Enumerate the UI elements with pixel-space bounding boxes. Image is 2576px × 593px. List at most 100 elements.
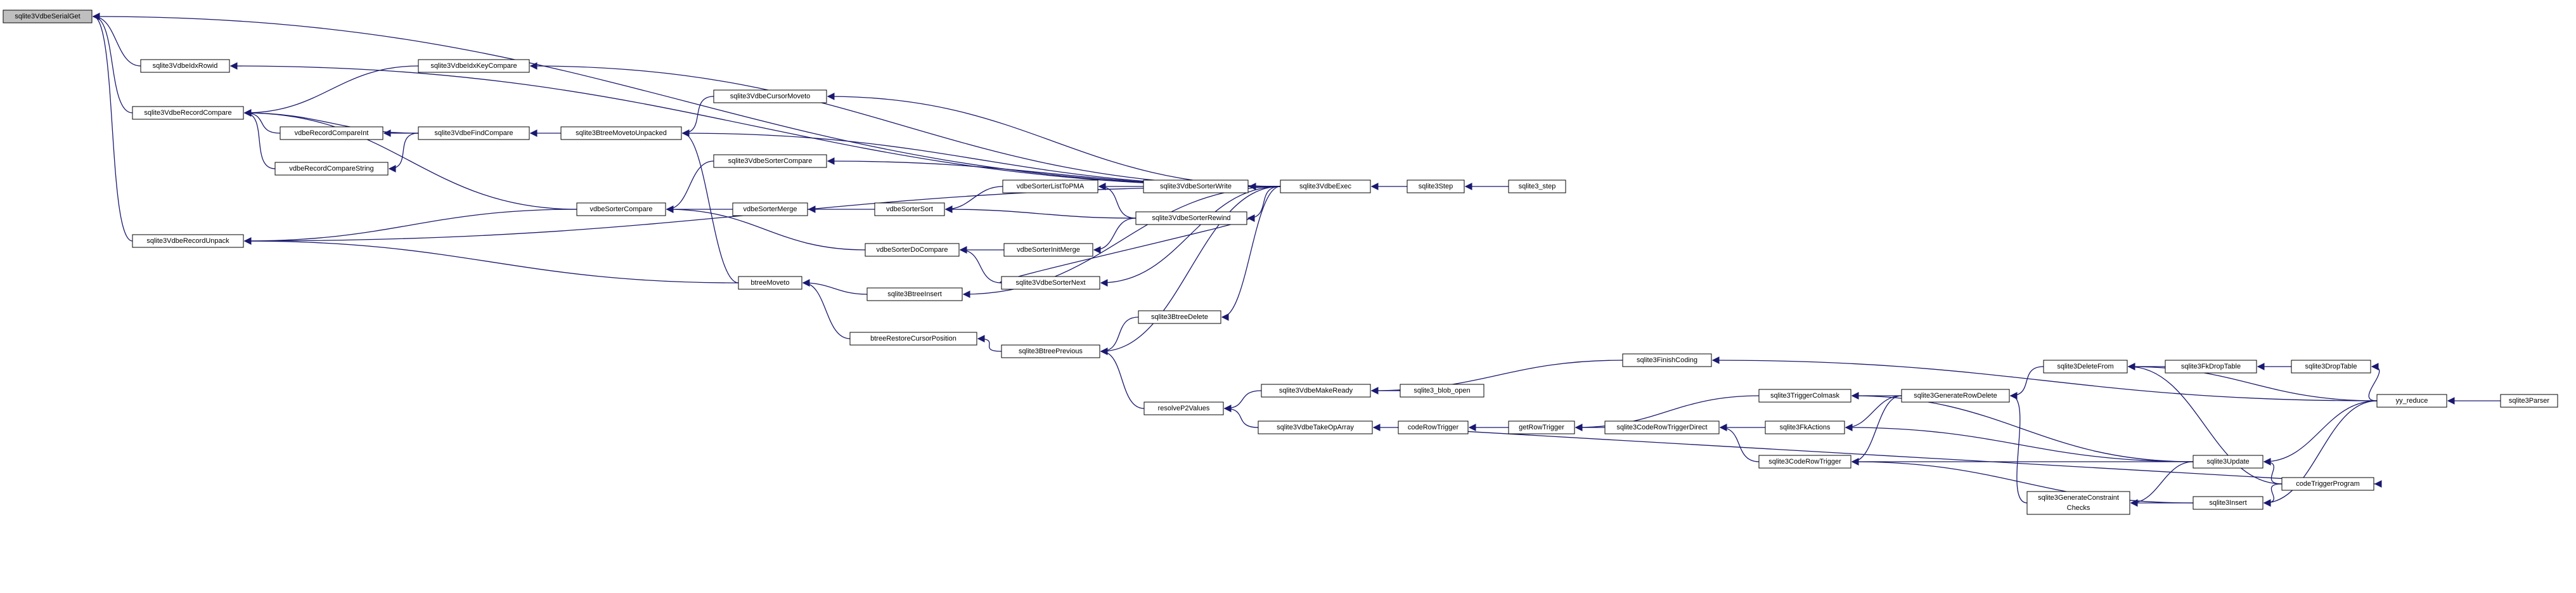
edge-sqlite3VdbeRecordUnpack-to-sqlite3VdbeSerialGet [92,13,133,242]
node-sqlite3Parser[interactable]: sqlite3Parser [2500,394,2558,408]
node-vdbeRecordCompareInt[interactable]: vdbeRecordCompareInt [280,126,383,140]
node-sqlite3VdbeFindCompare[interactable]: sqlite3VdbeFindCompare [418,126,530,140]
node-sqlite3VdbeSorterWrite[interactable]: sqlite3VdbeSorterWrite [1143,179,1249,193]
edge-yy_reduce-to-sqlite3Insert [2263,400,2378,507]
node-sqlite3DropTable[interactable]: sqlite3DropTable [2291,360,2371,374]
edge-sqlite3BtreeDelete-to-sqlite3BtreePrevious [1100,316,1139,355]
edge-sqlite3Insert-to-sqlite3CodeRowTrigger [1851,458,2194,504]
node-box [732,202,808,216]
edge-sqlite3DeleteFrom-to-sqlite3GenerateRowDelete [2009,366,2044,400]
edge-sqlite3VdbeExec-to-sqlite3BtreePrevious [1100,186,1281,355]
node-box [132,106,244,120]
node-sqlite3Step[interactable]: sqlite3Step [1407,179,1465,193]
edge-sqlite3VdbeExec-to-sqlite3VdbeIdxRowid [229,62,1281,187]
node-box [1135,211,1247,225]
node-label: vdbeSorterDoCompare [876,246,948,254]
node-vdbeSorterSort[interactable]: vdbeSorterSort [874,202,945,216]
node-box [849,332,977,346]
node-label: vdbeSorterMerge [744,205,797,213]
node-sqlite3VdbeRecordCompare[interactable]: sqlite3VdbeRecordCompare [132,106,244,120]
node-box [1758,455,1852,469]
node-codeTriggerProgram[interactable]: codeTriggerProgram [2281,477,2374,491]
edge-sqlite3GenerateRowDelete-to-sqlite3FkActions [1845,395,1902,431]
edge-sqlite3Update-to-sqlite3TriggerColmask [1851,392,2194,462]
edge-sqlite3VdbeSorterRewind-to-vdbeSorterInitMerge [1093,218,1137,254]
edge-sqlite3BtreeInsert-to-btreeMoveto [802,279,868,295]
node-label: sqlite3VdbeFindCompare [434,129,513,137]
node-sqlite3_blob_open[interactable]: sqlite3_blob_open [1400,384,1484,398]
node-label: sqlite3VdbeSorterRewind [1152,214,1230,222]
node-sqlite3VdbeSerialGet[interactable]: sqlite3VdbeSerialGet [3,10,93,23]
node-vdbeSorterCompare[interactable]: vdbeSorterCompare [576,202,666,216]
node-codeRowTrigger[interactable]: codeRowTrigger [1398,420,1469,434]
node-getRowTrigger[interactable]: getRowTrigger [1508,420,1575,434]
edge-sqlite3TriggerColmask-to-getRowTrigger [1575,395,1760,431]
node-sqlite3Insert[interactable]: sqlite3Insert [2193,496,2264,510]
node-box [1604,420,1720,434]
node-sqlite3BtreePrevious[interactable]: sqlite3BtreePrevious [1001,344,1100,358]
node-sqlite3VdbeTakeOpArray[interactable]: sqlite3VdbeTakeOpArray [1258,420,1373,434]
node-vdbeSorterDoCompare[interactable]: vdbeSorterDoCompare [865,243,960,257]
node-sqlite3BtreeMovetoUnpacked[interactable]: sqlite3BtreeMovetoUnpacked [560,126,682,140]
node-sqlite3Update[interactable]: sqlite3Update [2193,455,2264,469]
node-sqlite3VdbeIdxKeyCompare[interactable]: sqlite3VdbeIdxKeyCompare [418,59,530,73]
node-box [738,276,802,290]
node-label: sqlite3VdbeIdxRowid [153,62,218,70]
node-label: sqlite3Update [2206,458,2249,466]
node-label: sqlite3Step [1419,183,1453,190]
node-sqlite3VdbeIdxRowid[interactable]: sqlite3VdbeIdxRowid [140,59,230,73]
node-label: sqlite3VdbeSorterWrite [1160,183,1232,190]
node-sqlite3GenerateRowDelete[interactable]: sqlite3GenerateRowDelete [1901,389,2010,403]
node-sqlite3VdbeMakeReady[interactable]: sqlite3VdbeMakeReady [1261,384,1371,398]
node-btreeMoveto[interactable]: btreeMoveto [738,276,802,290]
node-label: yy_reduce [2396,397,2428,405]
edge-resolveP2Values-to-sqlite3BtreePrevious [1100,348,1145,409]
node-yy_reduce[interactable]: yy_reduce [2376,394,2447,408]
edge-sqlite3VdbeRecordCompare-to-sqlite3VdbeSerialGet [92,13,133,114]
node-label: sqlite3VdbeExec [1299,183,1351,190]
node-label: sqlite3VdbeMakeReady [1279,387,1353,394]
node-box [1280,179,1371,193]
node-vdbeSorterMerge[interactable]: vdbeSorterMerge [732,202,808,216]
node-sqlite3FkActions[interactable]: sqlite3FkActions [1765,420,1845,434]
node-vdbeRecordCompareString[interactable]: vdbeRecordCompareString [274,162,389,176]
node-label: sqlite3BtreeDelete [1151,313,1208,321]
node-sqlite3VdbeSorterRewind[interactable]: sqlite3VdbeSorterRewind [1135,211,1247,225]
node-label: vdbeSorterInitMerge [1017,246,1080,254]
node-box [1622,353,1712,367]
edge-sqlite3VdbeExec-to-sqlite3VdbeSorterNext [1100,186,1281,287]
node-vdbeSorterInitMerge[interactable]: vdbeSorterInitMerge [1003,243,1093,257]
edge-sqlite3VdbeMakeReady-to-resolveP2Values [1223,390,1262,412]
node-sqlite3BtreeInsert[interactable]: sqlite3BtreeInsert [866,287,963,301]
node-label: sqlite3VdbeSorterNext [1015,279,1085,287]
node-resolveP2Values[interactable]: resolveP2Values [1143,401,1224,415]
edge-sqlite3VdbeFindCompare-to-vdbeRecordCompareString [388,133,419,173]
node-sqlite3TriggerColmask[interactable]: sqlite3TriggerColmask [1758,389,1852,403]
node-sqlite3CodeRowTriggerDirect[interactable]: sqlite3CodeRowTriggerDirect [1604,420,1720,434]
node-vdbeSorterListToPMA[interactable]: vdbeSorterListToPMA [1002,179,1098,193]
edge-sqlite3VdbeSorterNext-to-vdbeSorterDoCompare [959,246,1002,283]
node-sqlite3FinishCoding[interactable]: sqlite3FinishCoding [1622,353,1712,367]
node-box [1398,420,1469,434]
edge-vdbeRecordCompareString-to-sqlite3VdbeRecordCompare [243,109,276,169]
node-sqlite3VdbeRecordUnpack[interactable]: sqlite3VdbeRecordUnpack [132,234,244,248]
edge-yy_reduce-to-sqlite3FinishCoding [1711,356,2378,401]
node-box [1407,179,1465,193]
node-sqlite3_step[interactable]: sqlite3_step [1508,179,1566,193]
node-sqlite3VdbeSorterNext[interactable]: sqlite3VdbeSorterNext [1001,276,1100,290]
edge-sqlite3GenerateRowDelete-to-sqlite3CodeRowTrigger [1851,395,1902,466]
node-sqlite3VdbeExec[interactable]: sqlite3VdbeExec [1280,179,1371,193]
node-sqlite3BtreeDelete[interactable]: sqlite3BtreeDelete [1138,310,1221,324]
node-box [140,59,230,73]
edge-sqlite3VdbeExec-to-sqlite3VdbeSerialGet [92,13,1281,187]
node-box [418,126,530,140]
node-sqlite3FkDropTable[interactable]: sqlite3FkDropTable [2165,360,2257,374]
edge-codeTriggerProgram-to-sqlite3Update [2263,458,2283,485]
node-sqlite3VdbeCursorMoveto[interactable]: sqlite3VdbeCursorMoveto [713,89,827,103]
node-sqlite3DeleteFrom[interactable]: sqlite3DeleteFrom [2043,360,2128,374]
node-label: vdbeSorterListToPMA [1017,183,1085,190]
node-sqlite3CodeRowTrigger[interactable]: sqlite3CodeRowTrigger [1758,455,1852,469]
node-btreeRestoreCursorPosition[interactable]: btreeRestoreCursorPosition [849,332,977,346]
node-sqlite3VdbeSorterCompare[interactable]: sqlite3VdbeSorterCompare [713,154,827,168]
